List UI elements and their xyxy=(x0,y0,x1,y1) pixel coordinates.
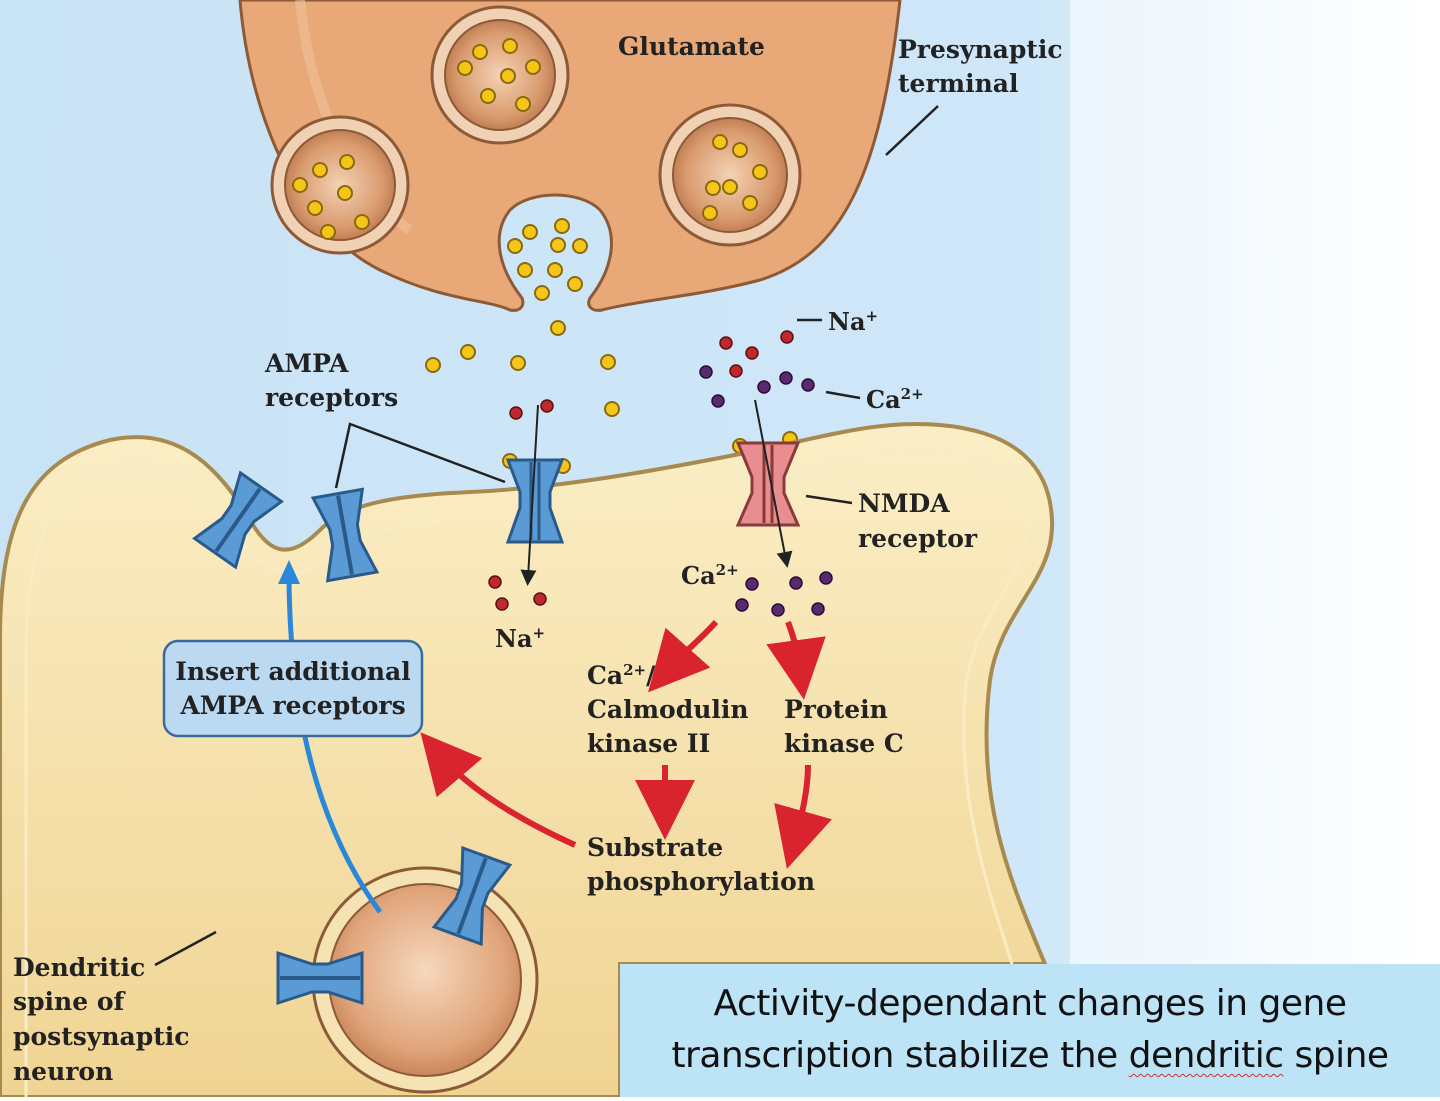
caption-misspelled-word: dendritic xyxy=(1128,1035,1284,1076)
postsynaptic-dendritic-spine xyxy=(0,422,1055,1099)
insert-receptors-box xyxy=(162,639,424,738)
sodium-ions xyxy=(488,330,794,611)
synaptic-vesicle-top xyxy=(430,5,570,145)
substrate-label-line1: Substrate xyxy=(587,833,723,862)
nmda-label-line2: receptor xyxy=(858,524,978,553)
dendritic-label-line2: spine of xyxy=(13,987,127,1016)
glutamate-molecules xyxy=(292,38,798,474)
ca-inside-label: Ca2+ xyxy=(681,561,739,590)
leader-lines xyxy=(154,105,939,967)
calcium-ions xyxy=(699,365,833,617)
insert-label-line2: AMPA receptors xyxy=(179,691,405,720)
dendritic-label-line1: Dendritic xyxy=(13,953,145,982)
dendritic-label-line4: neuron xyxy=(13,1057,113,1086)
na-inside-label: Na+ xyxy=(495,624,545,653)
glutamate-label: Glutamate xyxy=(618,32,765,61)
camk-label-line3: kinase II xyxy=(587,729,710,758)
ion-flow-arrow-nmda xyxy=(754,399,793,568)
insertion-arrow-head xyxy=(278,560,300,584)
pkc-label-line2: kinase C xyxy=(784,729,904,758)
signaling-arrows xyxy=(420,620,832,869)
ampa-receptor-2 xyxy=(310,487,380,583)
nmda-label-line1: NMDA xyxy=(858,489,950,518)
camk-label-line1: Ca2+/ xyxy=(587,661,656,690)
caption-line1: Activity-dependant changes in gene xyxy=(713,983,1347,1024)
presynaptic-label-line1: Presynaptic xyxy=(898,35,1063,64)
camk-label-line2: Calmodulin xyxy=(587,695,749,724)
caption-box: Activity-dependant changes in gene trans… xyxy=(620,964,1440,1097)
ampa-receptor-vesicle-1 xyxy=(431,845,513,947)
ca-top-label: Ca2+ xyxy=(866,385,924,414)
dendritic-label-line3: postsynaptic xyxy=(13,1022,190,1051)
presynaptic-label-line2: terminal xyxy=(898,69,1018,98)
synaptic-vesicle-right xyxy=(658,103,802,247)
caption-line2-suffix: spine xyxy=(1283,1035,1389,1076)
ion-flow-arrow-ampa xyxy=(520,404,539,586)
ampa-receptor-vesicle-2 xyxy=(276,950,364,1006)
ampa-label-line2: receptors xyxy=(265,383,398,412)
insert-label-line1: Insert additional xyxy=(175,657,411,686)
insertion-arrow xyxy=(286,577,383,914)
caption-text: Activity-dependant changes in gene trans… xyxy=(620,978,1440,1082)
na-top-label: Na+ xyxy=(828,307,878,336)
ampa-receptor-3 xyxy=(505,458,565,544)
synaptic-vesicle-left xyxy=(270,115,410,255)
ampa-receptor-1 xyxy=(191,470,285,570)
pkc-label-line1: Protein xyxy=(784,695,888,724)
caption-line2-prefix: transcription stabilize the xyxy=(671,1035,1129,1076)
substrate-label-line2: phosphorylation xyxy=(587,867,815,896)
ampa-label-line1: AMPA xyxy=(264,349,349,378)
